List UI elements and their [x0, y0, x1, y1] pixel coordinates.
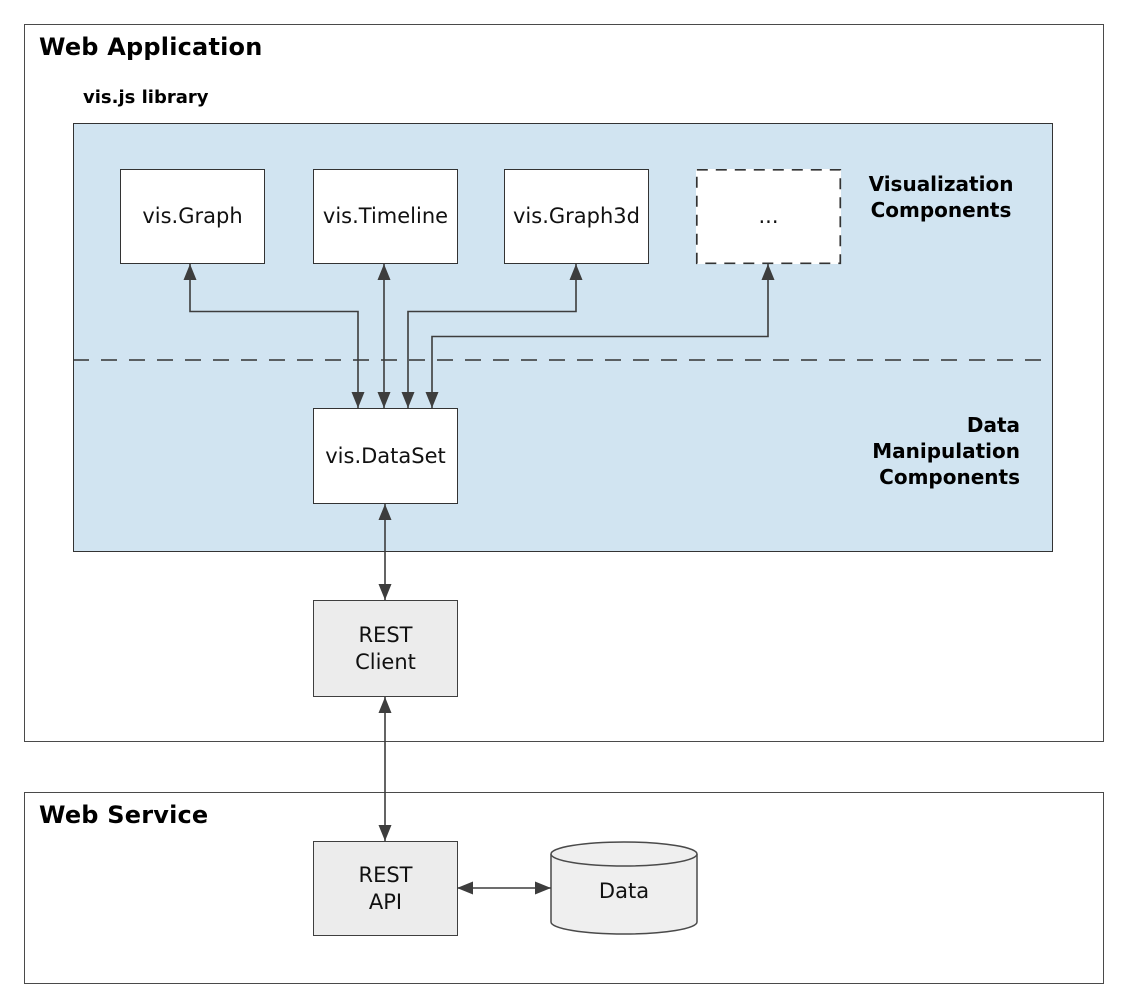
node-vis-graph3d: vis.Graph3d — [504, 169, 649, 264]
data-manipulation-label-line1: Data — [966, 413, 1020, 437]
node-vis-graph: vis.Graph — [120, 169, 265, 264]
web-application-title: Web Application — [39, 33, 263, 61]
visualization-label-line1: Visualization — [868, 172, 1014, 196]
node-more-components: ... — [696, 169, 841, 264]
node-more-components-label: ... — [758, 204, 779, 228]
vis-library-title: vis.js library — [83, 87, 209, 108]
node-rest-client-label: REST Client — [355, 622, 416, 676]
node-rest-api: REST API — [313, 841, 458, 936]
data-manipulation-label-line3: Components — [879, 465, 1020, 489]
data-store-cylinder — [550, 841, 698, 935]
node-vis-dataset: vis.DataSet — [313, 408, 458, 504]
rest-client-line2: Client — [355, 649, 416, 674]
rest-api-line2: API — [368, 889, 403, 914]
rest-client-line1: REST — [358, 622, 413, 647]
rest-api-line1: REST — [358, 862, 413, 887]
data-manipulation-label-line2: Manipulation — [872, 439, 1020, 463]
node-rest-client: REST Client — [313, 600, 458, 697]
web-service-title: Web Service — [39, 801, 209, 829]
node-vis-graph-label: vis.Graph — [142, 204, 243, 228]
node-vis-timeline: vis.Timeline — [313, 169, 458, 264]
visualization-label-line2: Components — [870, 198, 1012, 222]
node-vis-graph3d-label: vis.Graph3d — [513, 204, 640, 228]
data-manipulation-components-label: Data Manipulation Components — [840, 412, 1020, 490]
node-rest-api-label: REST API — [358, 862, 412, 916]
visualization-components-label: Visualization Components — [856, 171, 1026, 223]
node-vis-timeline-label: vis.Timeline — [322, 204, 449, 228]
data-store-label: Data — [598, 879, 650, 903]
node-vis-dataset-label: vis.DataSet — [325, 443, 446, 468]
